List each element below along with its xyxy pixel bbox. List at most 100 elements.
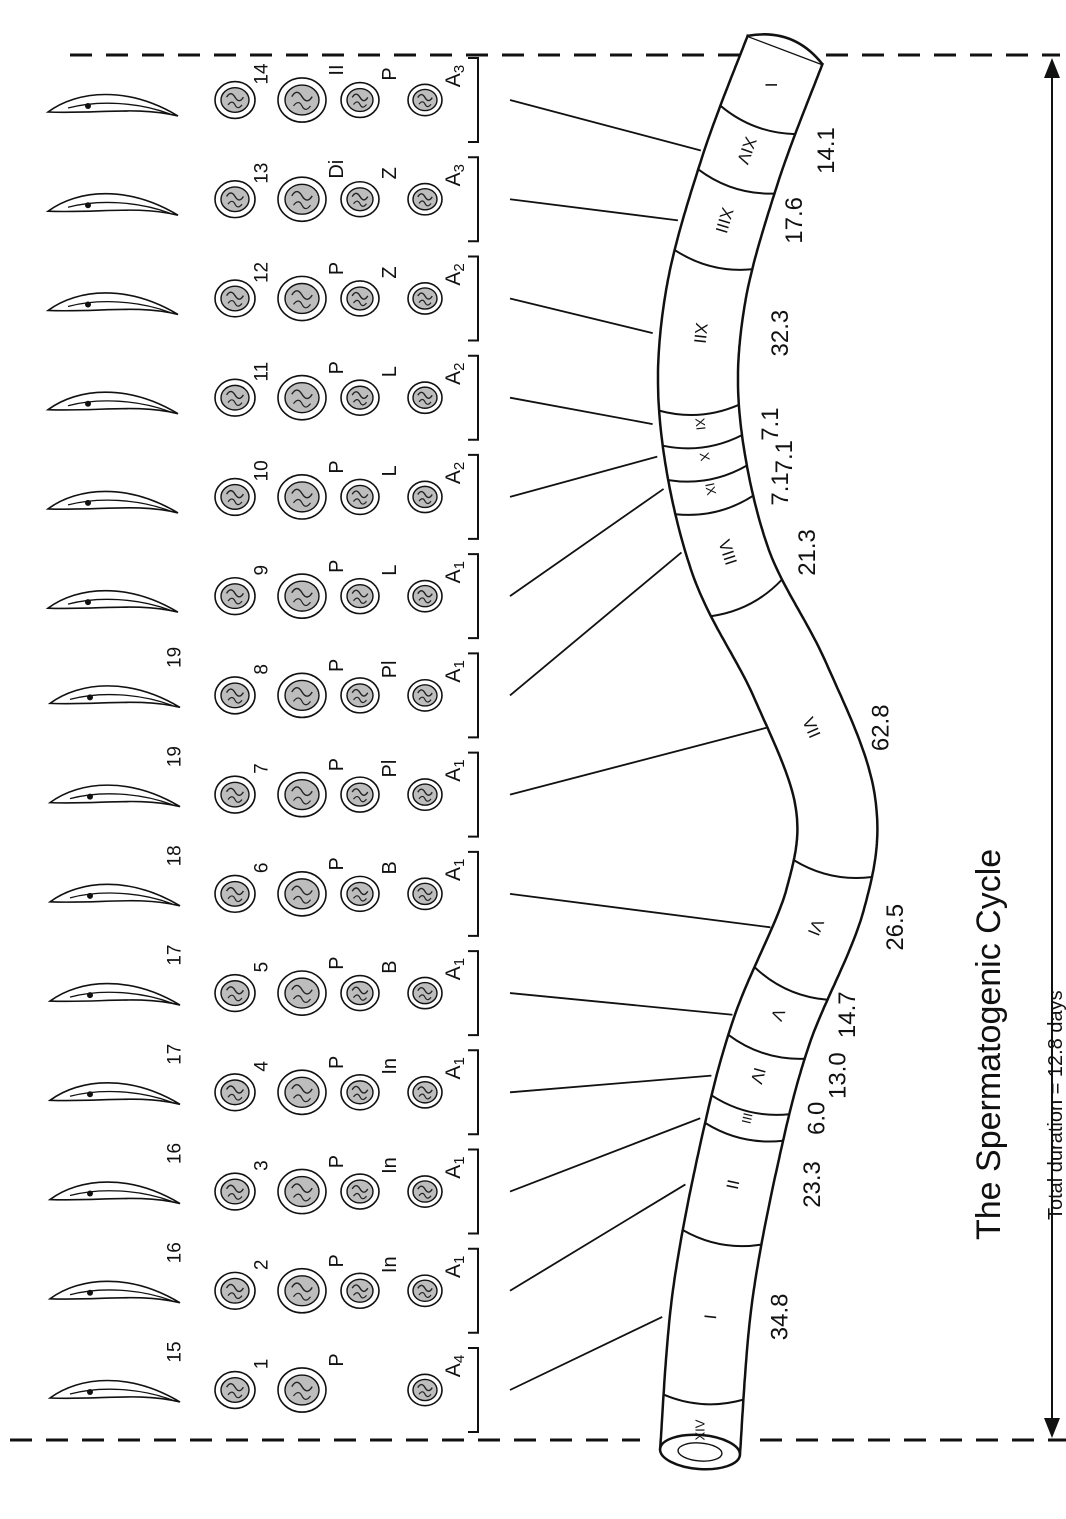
round-spermatid [215, 875, 255, 912]
spermatid-step-label: 8 [252, 664, 273, 675]
round-spermatid [215, 181, 255, 218]
spermatocyte-label: P [326, 857, 348, 870]
column-bracket [468, 1050, 478, 1134]
spermatocyte-label: P [326, 559, 348, 572]
stage-numeral: XII [690, 322, 711, 345]
cell-nucleus [347, 89, 373, 112]
elongating-spermatid [48, 491, 178, 513]
spermatocyte-label: P [326, 460, 348, 473]
stage-connector-line [510, 199, 678, 220]
sperm-head [48, 591, 178, 613]
spermatid-step-label: 11 [252, 362, 273, 382]
early-spermatocyte-label: L [379, 366, 401, 377]
stage-connector-line [510, 552, 681, 695]
cell-nucleus [221, 882, 249, 907]
duration-arrow-head-top [1044, 58, 1060, 78]
sperm-acrosome [85, 599, 91, 605]
spermatid-step-label: 6 [252, 863, 273, 874]
spermatogonium [408, 283, 442, 314]
sperm-acrosome [85, 500, 91, 506]
spermatogonium-label: A3 [442, 65, 468, 87]
spermatogonium [408, 1374, 442, 1405]
sperm-head [50, 884, 180, 906]
sperm-step-label: 16 [165, 1242, 186, 1263]
cell-nucleus [221, 1080, 249, 1105]
column-bracket [468, 653, 478, 737]
early-spermatocyte-label: Z [379, 167, 401, 179]
primary-spermatocyte [278, 971, 326, 1015]
stage-duration: 23.3 [799, 1161, 826, 1208]
early-spermatocyte-label: Z [379, 266, 401, 278]
spermatogonium-label: A4 [442, 1355, 468, 1377]
seminiferous-tubule: I34.8II23.3III6.0IV13.0V14.7VI26.5VII62.… [658, 34, 909, 1472]
column-bracket [468, 554, 478, 638]
sperm-acrosome [87, 1290, 93, 1296]
sperm-acrosome [87, 694, 93, 700]
round-spermatid [215, 379, 255, 416]
cell-nucleus [413, 586, 437, 607]
sperm-head [50, 1281, 180, 1303]
round-spermatid [215, 1372, 255, 1409]
stage-duration: 7.1 [767, 472, 794, 505]
round-spermatid [215, 975, 255, 1012]
tube-start-label: XIV [693, 1419, 708, 1440]
early-spermatocyte [341, 1174, 379, 1209]
stage-duration: 7.1 [771, 440, 798, 473]
elongated-spermatid [50, 686, 180, 708]
sperm-acrosome [85, 301, 91, 307]
elongated-spermatid [50, 884, 180, 906]
cell-association-columns: 151PA4162PInA1163PInA1174PInA1175PBA1186… [48, 58, 478, 1432]
spermatid-step-label: 14 [252, 63, 273, 85]
cell-nucleus [413, 784, 437, 805]
cell-nucleus [285, 482, 319, 512]
early-spermatocyte [341, 777, 379, 812]
stage-connector-line [510, 1317, 662, 1390]
elongating-spermatid [48, 392, 178, 414]
early-spermatocyte [341, 1075, 379, 1110]
sperm-step-label: 19 [165, 647, 186, 668]
spermatocyte-label: Di [326, 160, 348, 179]
stage-connector-line [510, 1184, 685, 1290]
early-spermatocyte-label: In [379, 1058, 401, 1075]
column-bracket [468, 852, 478, 936]
tubule-outline [658, 36, 877, 1455]
early-spermatocyte-label: In [379, 1256, 401, 1273]
column-bracket [468, 951, 478, 1035]
spermatogonium-label: A2 [442, 462, 468, 484]
spermatogonium-label: A1 [442, 759, 468, 781]
cell-nucleus [347, 1279, 373, 1302]
cell-nucleus [285, 978, 319, 1008]
spermatid-step-label: 12 [252, 262, 273, 283]
elongated-spermatid [50, 1381, 180, 1403]
spermatogonium-label: A1 [442, 660, 468, 682]
cell-nucleus [347, 386, 373, 409]
sperm-acrosome [87, 794, 93, 800]
cell-nucleus [221, 286, 249, 311]
cell-nucleus [347, 585, 373, 608]
elongating-spermatid [48, 591, 178, 613]
spermatogonium-label: A1 [442, 958, 468, 980]
early-spermatocyte-label: P [379, 67, 401, 80]
spermatid-step-label: 13 [252, 163, 273, 184]
round-spermatid [215, 677, 255, 714]
spermatid-step-label: 3 [252, 1160, 273, 1171]
sperm-head [48, 293, 178, 315]
spermatocyte-label: P [326, 1353, 348, 1366]
primary-spermatocyte [278, 177, 326, 221]
figure-title: The Spermatogenic Cycle [970, 849, 1008, 1240]
spermatogonium-label: A3 [442, 164, 468, 186]
spermatogonium [408, 382, 442, 413]
stage-connector-line [510, 993, 732, 1015]
spermatocyte-label: P [326, 1155, 348, 1168]
cell-nucleus [285, 879, 319, 909]
sperm-acrosome [85, 103, 91, 109]
spermatogonium-label: A1 [442, 1256, 468, 1278]
cell-nucleus [221, 385, 249, 410]
column-bracket [468, 157, 478, 241]
sperm-step-label: 17 [165, 1044, 186, 1065]
cell-nucleus [413, 89, 437, 110]
round-spermatid [215, 1173, 255, 1210]
early-spermatocyte [341, 579, 379, 614]
spermatocyte-label: P [326, 262, 348, 275]
